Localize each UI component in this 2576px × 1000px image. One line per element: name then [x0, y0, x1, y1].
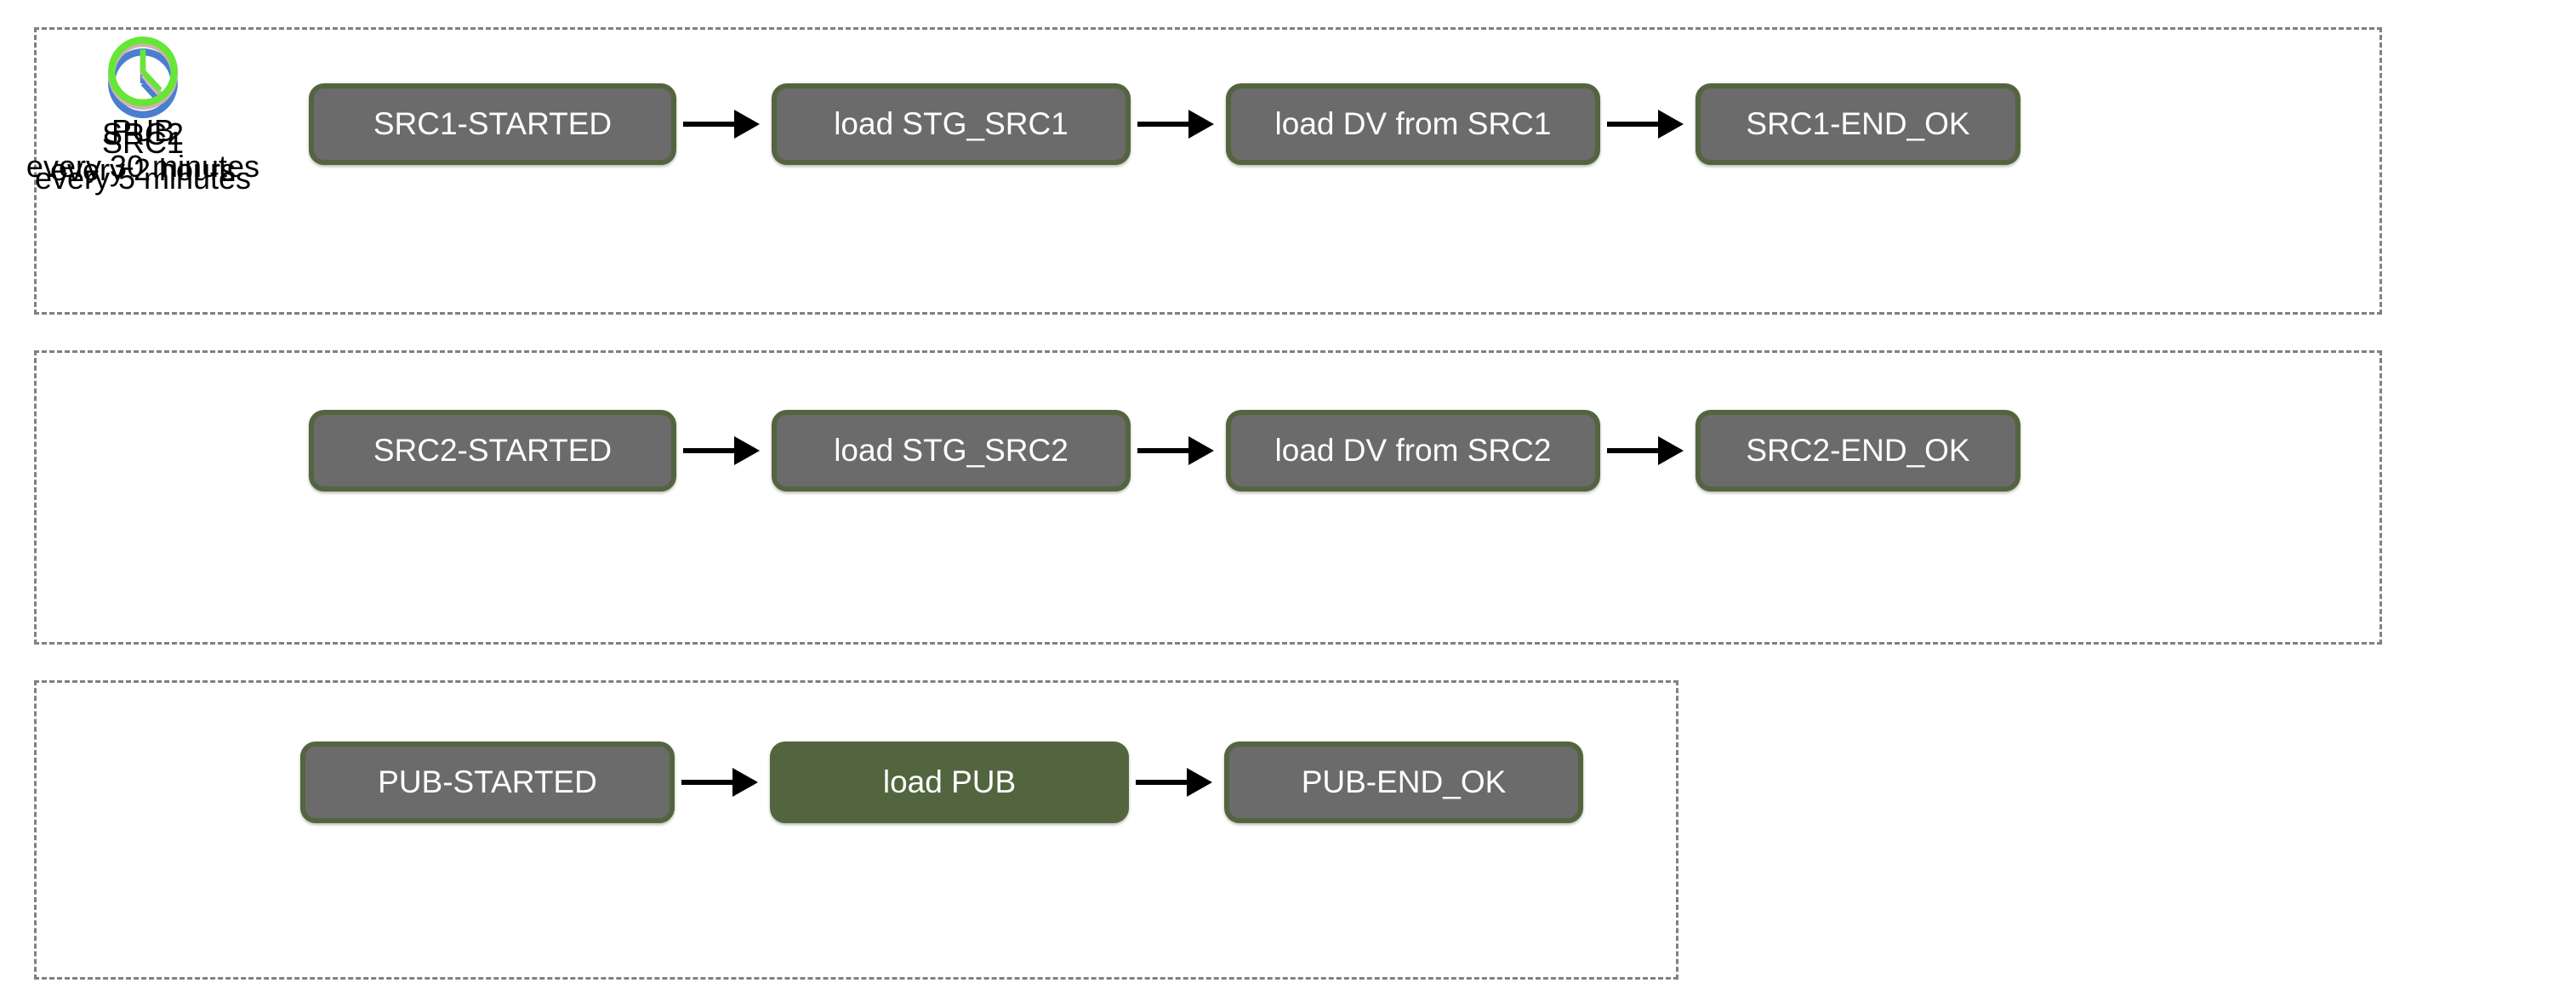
node-load-dv-from-src2[interactable]: load DV from SRC2	[1226, 410, 1600, 491]
trigger-name-src2: SRC2	[101, 116, 185, 151]
arrow-shaft	[683, 448, 746, 453]
arrow-head	[734, 110, 760, 139]
arrow-head	[732, 768, 758, 797]
node-load-dv-from-src1[interactable]: load DV from SRC1	[1226, 83, 1600, 165]
trigger-schedule-src1: every 5 minutes	[34, 161, 252, 196]
arrow-shaft	[683, 122, 746, 127]
arrow-head	[1188, 436, 1214, 465]
arrow-head	[1658, 436, 1684, 465]
trigger-schedule-src2: every 2 hours	[49, 152, 237, 188]
arrow-head	[1188, 110, 1214, 139]
arrow-shaft	[1136, 780, 1199, 785]
flow-src2: SRC2-STARTED load STG_SRC2 load DV from …	[309, 410, 2020, 491]
arrow-head	[1658, 110, 1684, 139]
arrow-right-icon	[676, 110, 772, 139]
node-src2-started[interactable]: SRC2-STARTED	[309, 410, 676, 491]
arrow-right-icon	[676, 436, 772, 465]
arrow-shaft	[1607, 448, 1670, 453]
node-pub-started[interactable]: PUB-STARTED	[300, 741, 675, 823]
arrow-head	[1187, 768, 1212, 797]
clock-icon	[108, 37, 178, 106]
trigger-schedule-pub: every 30 minutes	[26, 149, 260, 185]
trigger-src1[interactable]: SRC1 every 5 minutes	[15, 44, 271, 196]
arrow-shaft	[1607, 122, 1670, 127]
trigger-pub[interactable]: PUB every 30 minutes	[15, 32, 271, 185]
node-src2-end-ok[interactable]: SRC2-END_OK	[1695, 410, 2020, 491]
node-src1-end-ok[interactable]: SRC1-END_OK	[1695, 83, 2020, 165]
arrow-right-icon	[1131, 436, 1226, 465]
group-src1	[34, 27, 2382, 315]
trigger-name-pub: PUB	[111, 113, 175, 148]
node-pub-end-ok[interactable]: PUB-END_OK	[1224, 741, 1583, 823]
arrow-right-icon	[1600, 110, 1695, 139]
node-load-pub[interactable]: load PUB	[770, 741, 1129, 823]
arrow-shaft	[1137, 122, 1200, 127]
node-src1-started[interactable]: SRC1-STARTED	[309, 83, 676, 165]
node-load-stg-src2[interactable]: load STG_SRC2	[772, 410, 1131, 491]
group-src2	[34, 350, 2382, 645]
flow-pub: PUB-STARTED load PUB PUB-END_OK	[300, 741, 1583, 823]
arrow-head	[734, 436, 760, 465]
arrow-shaft	[1137, 448, 1200, 453]
arrow-right-icon	[1600, 436, 1695, 465]
flow-src1: SRC1-STARTED load STG_SRC1 load DV from …	[309, 83, 2020, 165]
trigger-name-src1: SRC1	[101, 125, 185, 160]
node-load-stg-src1[interactable]: load STG_SRC1	[772, 83, 1131, 165]
arrow-shaft	[681, 780, 744, 785]
group-pub	[34, 680, 1678, 980]
arrow-right-icon	[1129, 768, 1224, 797]
arrow-right-icon	[675, 768, 770, 797]
arrow-right-icon	[1131, 110, 1226, 139]
